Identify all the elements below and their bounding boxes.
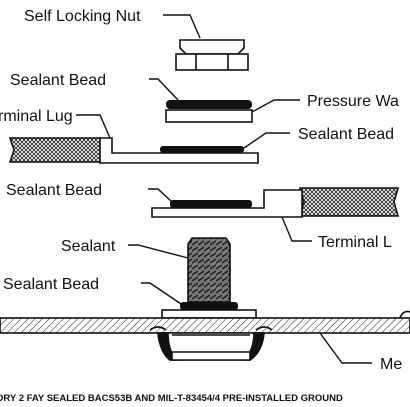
leader-sealant-bead-3 bbox=[148, 188, 173, 203]
figure-caption: ORY 2 FAY SEALED BACS53B AND MIL-T-83454… bbox=[0, 393, 343, 404]
terminal-lug-lower bbox=[151, 187, 400, 218]
terminal-lug-upper bbox=[8, 137, 259, 164]
leader-sealant-bead-1 bbox=[149, 78, 179, 101]
leader-sealant-bead-2 bbox=[243, 132, 290, 149]
label-pressure-washer: Pressure Wa bbox=[307, 93, 399, 110]
label-terminal-lug-1: rminal Lug bbox=[0, 108, 73, 125]
self-locking-nut bbox=[175, 39, 249, 71]
label-sealant-bead-2: Sealant Bead bbox=[298, 126, 394, 143]
pressure-washer bbox=[165, 100, 253, 123]
label-sealant-bead-4: Sealant Bead bbox=[3, 276, 99, 293]
leader-lines bbox=[76, 14, 372, 364]
leader-self-locking-nut bbox=[163, 14, 201, 39]
label-sealant-bead-3: Sealant Bead bbox=[6, 182, 102, 199]
metal-structure bbox=[0, 310, 410, 361]
leader-sealant-bead-4 bbox=[141, 282, 185, 307]
leader-metal bbox=[319, 332, 372, 364]
leader-terminal-lug-2 bbox=[281, 216, 312, 242]
leader-pressure-washer bbox=[251, 99, 300, 113]
label-sealant: Sealant bbox=[61, 238, 116, 255]
label-metal: Me bbox=[380, 356, 402, 373]
leader-sealant bbox=[128, 244, 189, 259]
label-self-locking-nut: Self Locking Nut bbox=[24, 8, 141, 25]
label-sealant-bead-1: Sealant Bead bbox=[10, 72, 106, 89]
ground-stud bbox=[161, 237, 257, 319]
leader-terminal-lug-1 bbox=[76, 114, 111, 139]
label-terminal-lug-2: Terminal L bbox=[318, 234, 392, 251]
